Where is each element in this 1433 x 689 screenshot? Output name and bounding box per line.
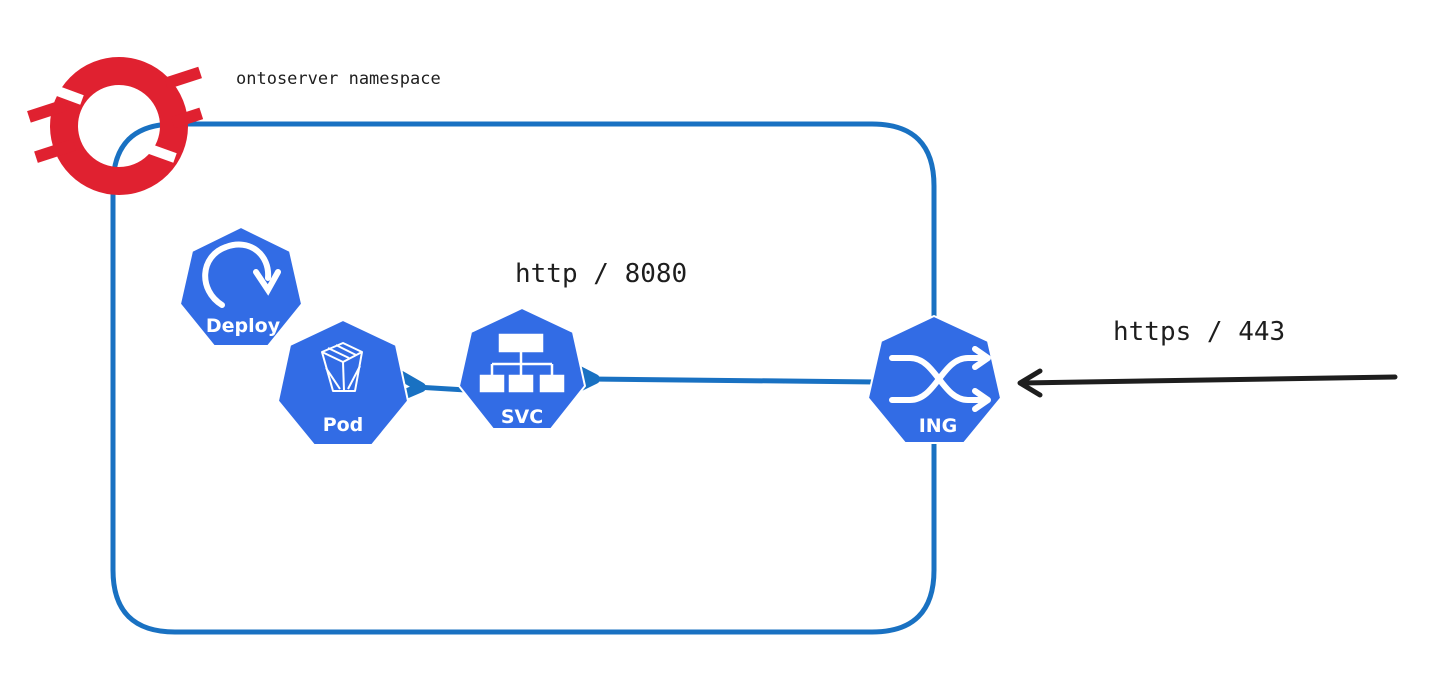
external-port-label: https / 443 [1113,317,1285,347]
ing-to-svc-arrow [549,353,879,404]
namespace-label: ontoserver namespace [236,69,441,89]
pod-node[interactable]: Pod [277,319,409,446]
deployment-icon [202,241,281,308]
ingress-shuffle-icon [889,346,991,412]
ing-label: ING [919,415,958,437]
service-tree-icon [479,333,565,393]
ing-node[interactable]: ING [867,315,1002,444]
pod-cube-icon [321,342,363,392]
ing-heptagon [867,315,1002,444]
deploy-node[interactable]: Deploy [179,226,303,347]
svc-to-pod-arrow [374,359,469,410]
internal-port-label: http / 8080 [515,259,687,289]
openshift-logo-icon [27,57,204,195]
svc-label: SVC [501,406,543,428]
namespace-boundary [110,121,937,635]
external-traffic-arrow [1017,368,1398,398]
deploy-label: Deploy [206,315,281,337]
svc-node[interactable]: SVC [458,307,586,430]
pod-label: Pod [323,414,364,436]
